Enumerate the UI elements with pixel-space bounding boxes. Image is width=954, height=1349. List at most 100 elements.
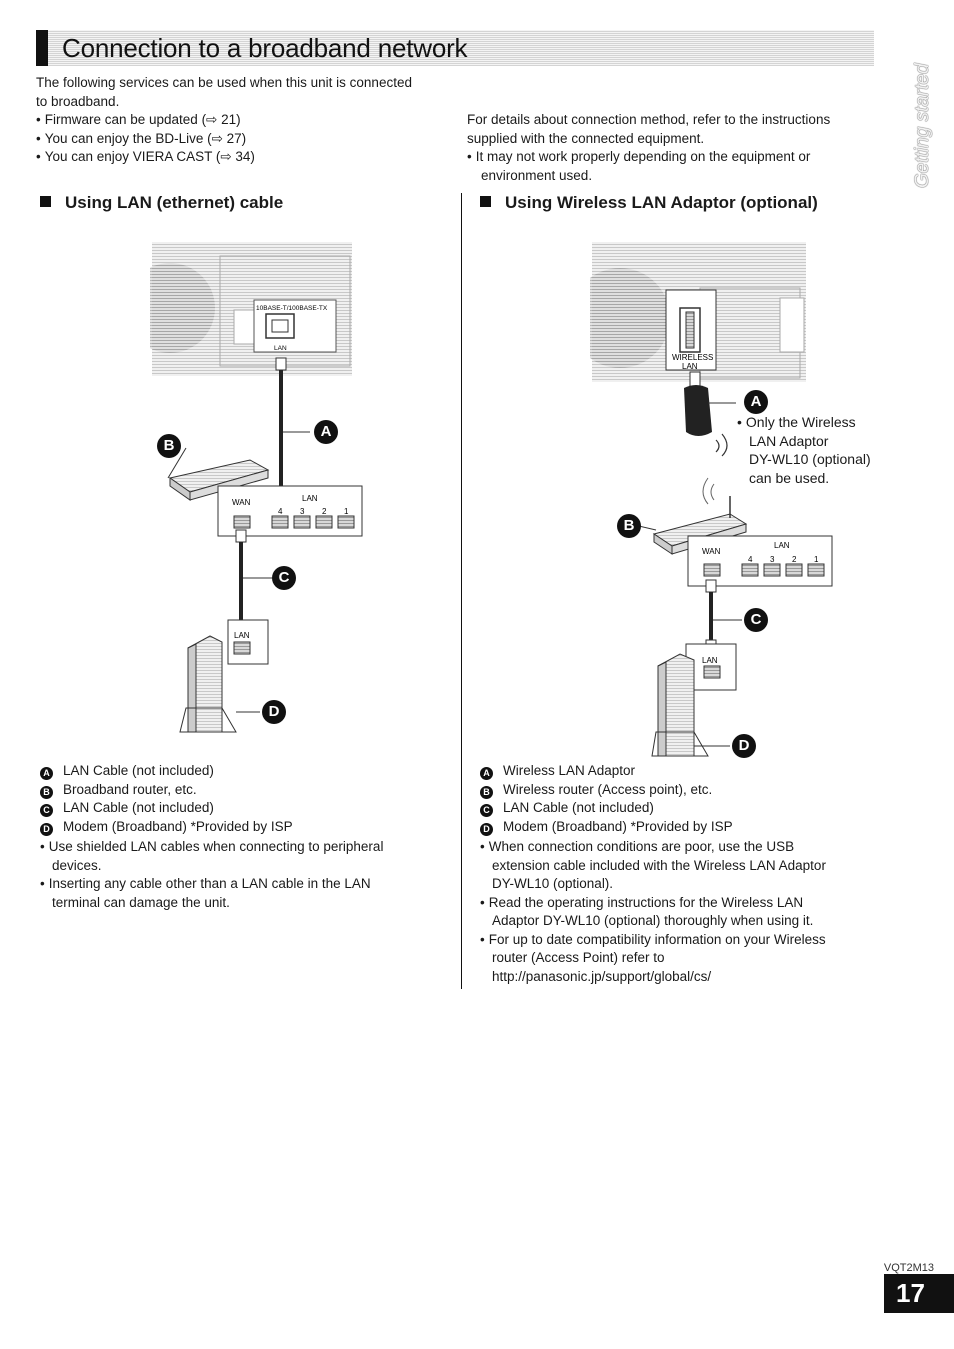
legend-item: B Wireless router (Access point), etc.	[480, 781, 826, 800]
lan-cable-a	[275, 357, 310, 499]
legend-letter-icon: A	[40, 767, 53, 780]
lan-port: 10BASE-T/100BASE-TX LAN	[253, 299, 337, 353]
legend-item: C LAN Cable (not included)	[40, 799, 383, 818]
marker-d: D	[732, 734, 756, 758]
port-label: 10BASE-T/100BASE-TX	[256, 305, 328, 312]
legend-letter-icon: C	[480, 804, 493, 817]
legend-text: Wireless router (Access point), etc.	[503, 781, 713, 797]
modem: LAN	[651, 643, 737, 757]
legend-item: D Modem (Broadband) *Provided by ISP	[40, 818, 383, 837]
router-port-number: 3	[770, 555, 775, 564]
router-port-number: 1	[344, 507, 349, 516]
adaptor-note-line: LAN Adaptor	[749, 432, 829, 449]
note-line: Adaptor DY-WL10 (optional) thoroughly wh…	[492, 913, 814, 928]
legend-text: Wireless LAN Adaptor	[503, 763, 636, 778]
legend-letter-icon: C	[40, 804, 53, 817]
wireless-lan-adaptor	[684, 371, 736, 457]
side-tab-label: Getting started	[912, 63, 933, 188]
modem-lan-label: LAN	[702, 656, 718, 665]
router-wan-label: WAN	[702, 547, 721, 556]
router-lan-label: LAN	[774, 541, 790, 550]
adaptor-note-line: Only the Wireless	[737, 413, 871, 432]
legend-letter-icon: D	[480, 822, 493, 836]
wireless-lan-diagram: WIRELESS LAN WAN LAN 4 3 2 1 LAN	[590, 242, 833, 757]
router-port-number: 3	[300, 507, 305, 516]
intro-bullet: Firmware can be updated (⇨ 21)	[36, 111, 412, 130]
intro-line: to broadband.	[36, 93, 120, 109]
router-port-number: 4	[278, 507, 283, 516]
right-intro-line: For details about connection method, ref…	[467, 112, 831, 127]
intro-bullet: You can enjoy the BD-Live (⇨ 27)	[36, 130, 412, 149]
legend-letter-icon: D	[40, 822, 53, 836]
legend-text: LAN Cable (not included)	[63, 763, 214, 778]
lan-cable-diagram: 10BASE-T/100BASE-TX LAN WAN LAN 4 3 2 1	[150, 242, 363, 733]
marker-d: D	[262, 700, 286, 724]
note-line: Use shielded LAN cables when connecting …	[40, 838, 384, 857]
adaptor-note: Only the Wireless LAN Adaptor DY-WL10 (o…	[737, 413, 871, 487]
note-line: For up to date compatibility information…	[480, 931, 826, 950]
marker-b: B	[157, 434, 181, 458]
right-section-heading: Using Wireless LAN Adaptor (optional)	[480, 193, 818, 213]
lan-cable-c	[705, 579, 742, 653]
router-lan-label: LAN	[302, 494, 318, 503]
router-wan-label: WAN	[232, 498, 251, 507]
marker-c: C	[744, 608, 768, 632]
heading-square-icon	[40, 196, 51, 207]
right-intro-bullet-cont: environment used.	[481, 167, 593, 183]
router-port-panel: WAN LAN 4 3 2 1	[687, 535, 833, 587]
note-line: router (Access Point) refer to	[492, 950, 665, 965]
legend-item: C LAN Cable (not included)	[480, 799, 826, 818]
note-line: Read the operating instructions for the …	[480, 894, 826, 913]
note-line: devices.	[52, 857, 102, 873]
lan-port-label: LAN	[274, 345, 287, 352]
router-port-panel: WAN LAN 4 3 2 1	[217, 485, 363, 537]
title-bar-marker	[36, 30, 48, 66]
legend-item: D Modem (Broadband) *Provided by ISP	[480, 818, 826, 837]
wireless-port-label-2: LAN	[682, 362, 698, 371]
legend-letter-icon: B	[480, 785, 493, 799]
heading-square-icon	[480, 196, 491, 207]
intro-bullet: You can enjoy VIERA CAST (⇨ 34)	[36, 148, 412, 167]
marker-c: C	[272, 566, 296, 590]
page-title: Connection to a broadband network	[62, 33, 468, 63]
legend-text: Modem (Broadband) *Provided by ISP	[63, 818, 293, 834]
note-line: terminal can damage the unit.	[52, 894, 230, 910]
legend-letter-icon: B	[40, 785, 53, 799]
legend-text: LAN Cable (not included)	[63, 800, 214, 815]
intro-text: The following services can be used when …	[36, 74, 412, 167]
wireless-port-label: WIRELESS	[672, 353, 713, 362]
note-line: When connection conditions are poor, use…	[480, 838, 826, 857]
column-divider	[461, 193, 462, 989]
note-line: DY-WL10 (optional).	[492, 876, 614, 891]
right-intro-line: supplied with the connected equipment.	[467, 130, 705, 146]
adaptor-note-line: DY-WL10 (optional)	[749, 451, 871, 467]
marker-b: B	[617, 514, 641, 538]
router-port-number: 4	[748, 555, 753, 564]
intro-line: The following services can be used when …	[36, 75, 412, 90]
title-band: Connection to a broadband network	[36, 30, 874, 66]
right-intro-bullet: It may not work properly depending on th…	[467, 148, 830, 167]
legend-text: Modem (Broadband) *Provided by ISP	[503, 818, 733, 834]
side-tab: Getting started	[898, 63, 954, 200]
legend-item: A LAN Cable (not included)	[40, 762, 383, 781]
left-section-heading: Using LAN (ethernet) cable	[40, 193, 283, 213]
legend-text: LAN Cable (not included)	[503, 800, 654, 815]
broadband-router	[167, 447, 270, 501]
note-url: http://panasonic.jp/support/global/cs/	[492, 968, 712, 984]
wireless-lan-port: WIRELESS LAN	[665, 289, 717, 371]
modem-lan-label: LAN	[234, 631, 250, 640]
page-number: 17	[884, 1274, 954, 1313]
marker-a: A	[744, 390, 768, 414]
note-line: Inserting any cable other than a LAN cab…	[40, 875, 383, 894]
marker-a: A	[314, 420, 338, 444]
router-port-number: 2	[322, 507, 327, 516]
modem: LAN	[179, 619, 269, 733]
router-port-number: 2	[792, 555, 797, 564]
right-heading-text: Using Wireless LAN Adaptor (optional)	[505, 193, 818, 212]
router-port-number: 1	[814, 555, 819, 564]
document-code: VQT2M13	[883, 1262, 934, 1274]
